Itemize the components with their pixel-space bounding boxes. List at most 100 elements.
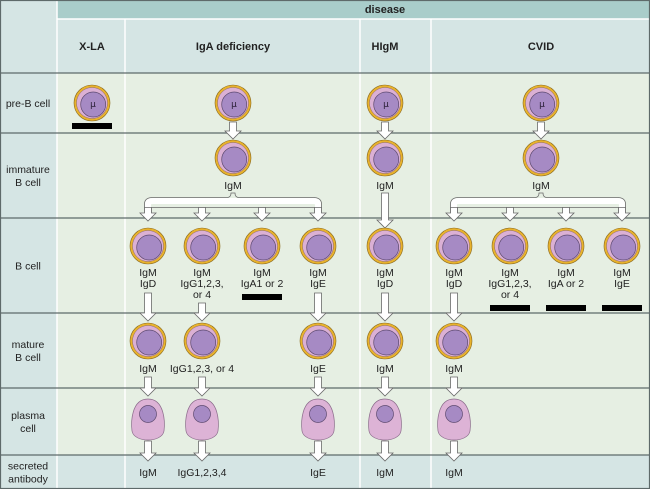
higm-arrow-mature-to-plasma (376, 376, 394, 397)
iga-arrow-mature-to-plasma (193, 376, 211, 397)
row-label-column (0, 0, 57, 489)
iga-pre-b-cell: μ (214, 84, 252, 122)
iga-immature-b-cell (214, 139, 252, 177)
iga-b-cell-label: IgE (310, 278, 326, 290)
xla-block-bar (72, 123, 112, 129)
iga-mature-label: IgE (310, 363, 326, 375)
branch-arrowhead (253, 207, 271, 222)
cell-nucleus (373, 234, 400, 261)
xla-pre-b-cell: μ (73, 84, 111, 122)
row-label-immature: B cell (15, 177, 41, 189)
branch-arrowhead (139, 207, 157, 222)
higm-b-cell (366, 227, 404, 265)
higm-immature-b-cell (366, 139, 404, 177)
iga-mature-b-cell (299, 322, 337, 360)
branch-arrowhead (501, 207, 519, 222)
higm-arrow-immature-to-b (376, 192, 394, 229)
plasma-cell-nucleus (445, 405, 463, 423)
iga-arrow-b-to-mature (139, 292, 157, 322)
cell-nucleus (136, 234, 163, 261)
cell-nucleus (373, 91, 400, 118)
branch-outline (144, 192, 322, 215)
cell-nucleus (373, 146, 400, 173)
iga-b-cell-label: IgM (309, 267, 327, 279)
plasma-cell-nucleus (139, 405, 157, 423)
higm-mature-b-cell (366, 322, 404, 360)
cell-nucleus (306, 234, 333, 261)
branch-outline (450, 192, 626, 215)
disease-header-higm: HIgM (372, 41, 399, 53)
cvid-mature-b-cell (435, 322, 473, 360)
branch-rail (451, 198, 625, 215)
iga-b-cell-0 (129, 227, 167, 265)
higm-plasma-cell (368, 398, 402, 441)
iga-b-cell-label: IgM (139, 267, 157, 279)
row-label-bcell: B cell (15, 261, 41, 273)
plasma-cell-nucleus (193, 405, 211, 423)
cvid-pre-b-cell: μ (522, 84, 560, 122)
cvid-b-cell-0 (435, 227, 473, 265)
cvid-b-cell-block-bar (546, 305, 586, 311)
iga-arrow-plasma-to-secreted (309, 440, 327, 462)
higm-immature-label: IgM (376, 180, 394, 192)
plasma-cell-nucleus (309, 405, 327, 423)
cvid-mature-label: IgM (445, 363, 463, 375)
row-label-mature: B cell (15, 352, 41, 364)
iga-secreted-label: IgE (310, 467, 326, 479)
iga-mature-b-cell (129, 322, 167, 360)
row-label-mature: mature (12, 339, 45, 351)
cvid-b-cell-label: IgG1,2,3, (488, 278, 531, 290)
iga-b-cell-block-bar (242, 294, 282, 300)
iga-arrow-mature-to-plasma (309, 376, 327, 397)
branch-arrowhead (557, 207, 575, 222)
branch-arrowhead (445, 207, 463, 222)
cell-nucleus (80, 91, 107, 118)
cell-nucleus (554, 234, 581, 261)
iga-b-cell-2 (243, 227, 281, 265)
iga-plasma-cell (131, 398, 165, 441)
branch-rail (145, 198, 321, 215)
higm-arrow-preb-to-immature (376, 121, 394, 140)
iga-b-cell-label: IgM (253, 267, 271, 279)
iga-secreted-label: IgM (139, 467, 157, 479)
iga-immature-label: IgM (224, 180, 242, 192)
cvid-immature-label: IgM (532, 180, 550, 192)
cvid-arrow-b-to-mature (445, 292, 463, 322)
row-label-plasma: cell (20, 423, 36, 435)
disease-super-title: disease (365, 4, 405, 16)
iga-mature-label: IgM (139, 363, 157, 375)
iga-arrow-plasma-to-secreted (193, 440, 211, 462)
iga-plasma-cell (185, 398, 219, 441)
cvid-arrow-mature-to-plasma (445, 376, 463, 397)
iga-branch-arrows (139, 192, 327, 222)
cell-nucleus (529, 91, 556, 118)
mu-chain-marker: μ (90, 100, 96, 110)
cvid-arrow-preb-to-immature (532, 121, 550, 140)
higm-pre-b-cell: μ (366, 84, 404, 122)
iga-b-cell-label: IgD (140, 278, 157, 290)
mu-chain-marker: μ (383, 100, 389, 110)
cell-nucleus (610, 234, 637, 261)
higm-arrow-plasma-to-secreted (376, 440, 394, 462)
iga-arrow-plasma-to-secreted (139, 440, 157, 462)
row-label-secreted: secreted (8, 461, 48, 473)
cvid-b-cell-label: IgA or 2 (548, 278, 584, 290)
disease-header-iga: IgA deficiency (196, 41, 271, 53)
iga-arrow-mature-to-plasma (139, 376, 157, 397)
cvid-b-cell-label: IgM (613, 267, 631, 279)
cvid-b-cell-1 (491, 227, 529, 265)
higm-mature-label: IgM (376, 363, 394, 375)
cvid-b-cell-2 (547, 227, 585, 265)
cell-nucleus (442, 329, 469, 356)
cvid-b-cell-label: IgE (614, 278, 630, 290)
iga-b-cell-label: IgM (193, 267, 211, 279)
mu-chain-marker: μ (539, 100, 545, 110)
cell-nucleus (221, 146, 248, 173)
iga-mature-label: IgG1,2,3, or 4 (170, 363, 234, 375)
iga-arrow-b-to-mature (309, 292, 327, 322)
row-label-immature: immature (6, 164, 50, 176)
branch-arrowhead (309, 207, 327, 222)
cell-nucleus (190, 234, 217, 261)
iga-plasma-cell (301, 398, 335, 441)
cvid-secreted-label: IgM (445, 467, 463, 479)
